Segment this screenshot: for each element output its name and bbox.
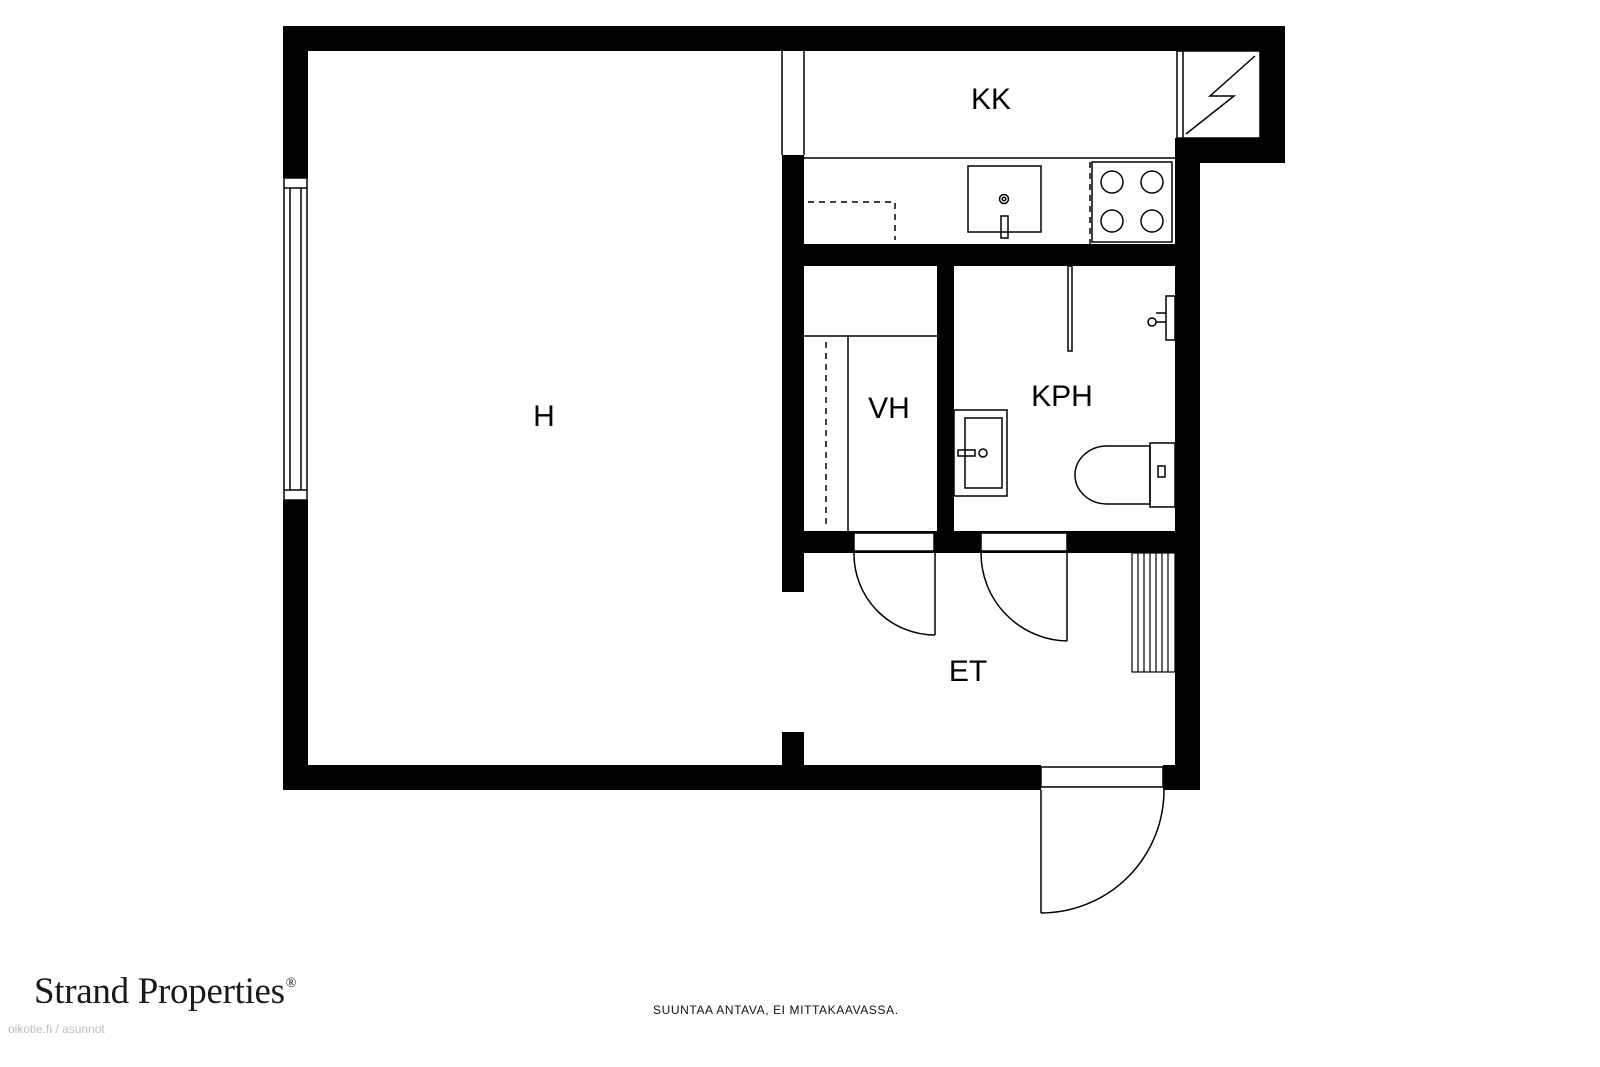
door-entrance: [1040, 766, 1165, 914]
interior-walls: [782, 155, 1200, 790]
kitchen-counter: [804, 157, 1175, 244]
shoe-rack: [1131, 552, 1176, 673]
brand-logo: Strand Properties®: [34, 970, 296, 1013]
sink-icon: [953, 409, 1008, 497]
electric-cabinet-icon: [1176, 50, 1261, 139]
room-label-hall: ET: [949, 655, 987, 688]
room-label-kitchen: KK: [971, 83, 1011, 116]
shower-screen: [1067, 265, 1073, 352]
disclaimer-text: SUUNTAA ANTAVA, EI MITTAKAAVASSA.: [653, 1003, 899, 1017]
window: [283, 177, 308, 501]
stove-icon: [1091, 161, 1173, 243]
door-bathroom: [980, 532, 1068, 642]
room-label-living: H: [533, 400, 555, 433]
closet-shelving: [804, 335, 937, 531]
kitchen-opening: [781, 51, 805, 155]
brand-name: Strand Properties: [34, 971, 285, 1012]
source-watermark: oikotie.fi / asunnot: [8, 1022, 105, 1036]
brand-registered-mark: ®: [285, 976, 297, 991]
room-label-closet: VH: [868, 392, 910, 425]
door-closet: [853, 532, 936, 636]
toilet-icon: [1074, 442, 1176, 508]
room-label-bathroom: KPH: [1031, 380, 1093, 413]
shower-faucet-icon: [1147, 295, 1176, 341]
